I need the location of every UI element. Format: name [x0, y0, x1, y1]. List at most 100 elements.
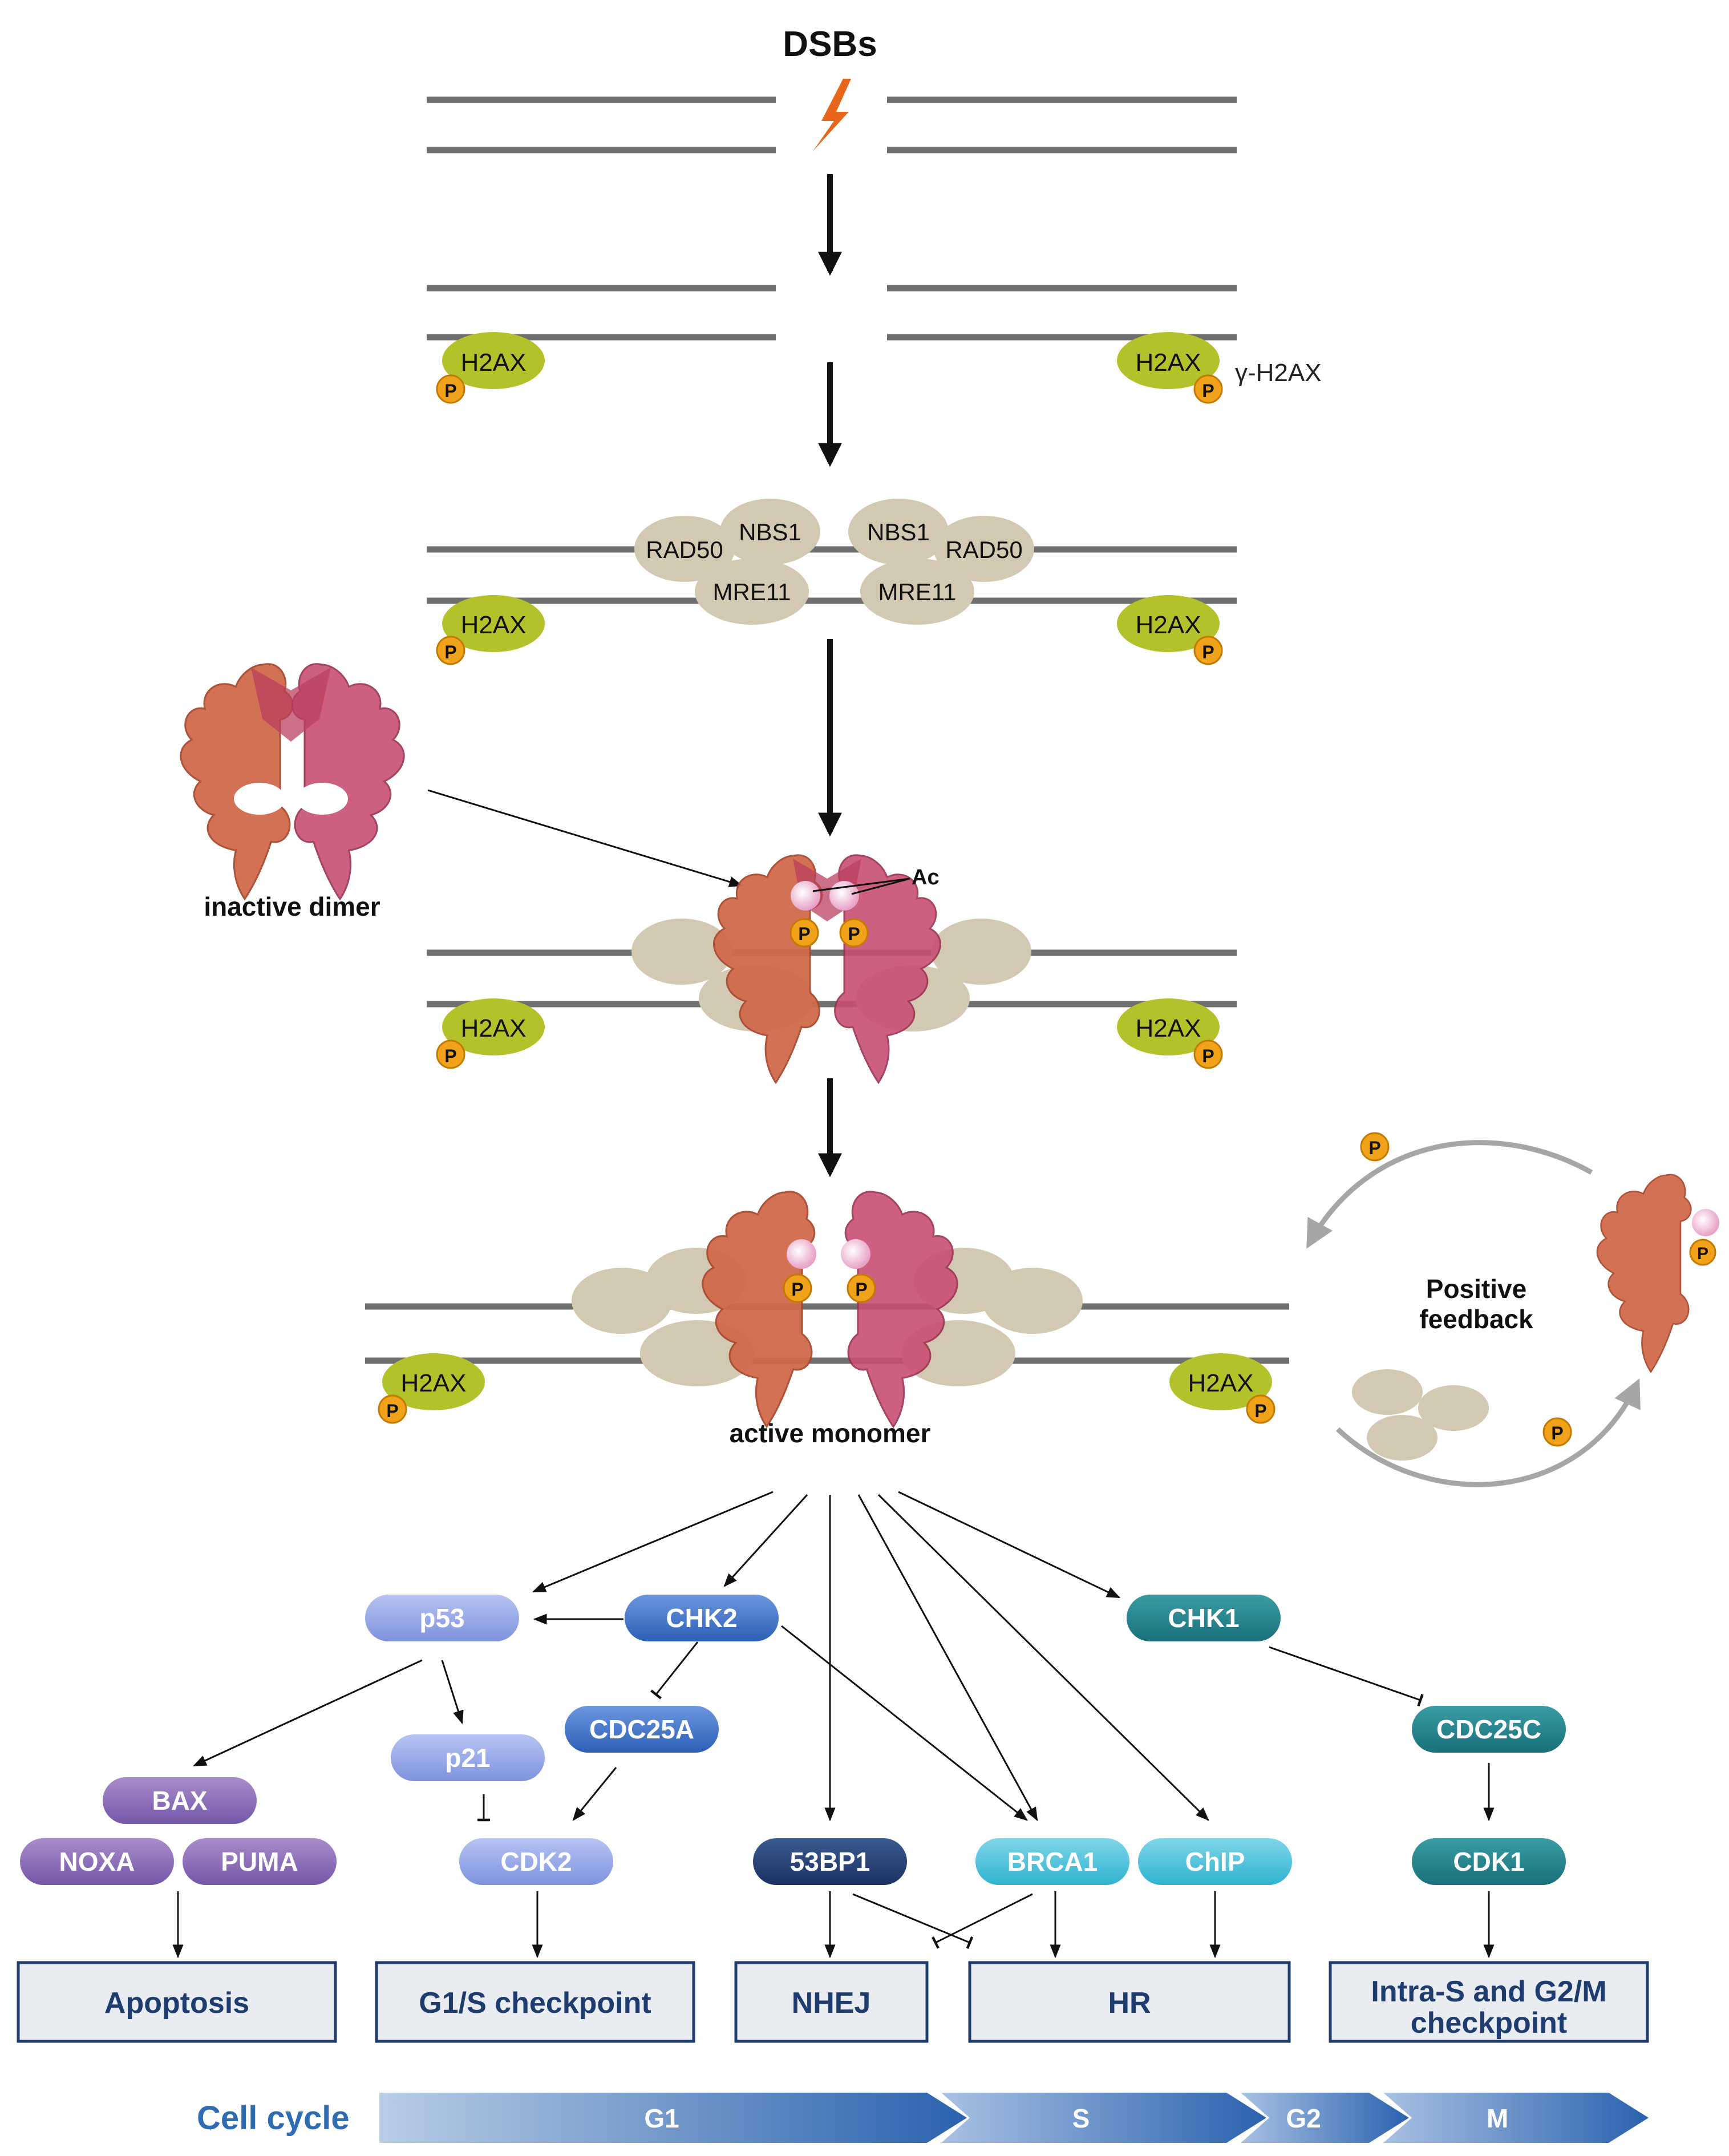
h2ax-histone: H2AX P [436, 998, 545, 1069]
edge-cdc25a-cdk2 [572, 1767, 617, 1821]
positive-feedback-loop: P P Positive feedback P [1306, 1132, 1719, 1487]
edge-atm-p53 [532, 1491, 774, 1593]
p21-label: p21 [445, 1743, 490, 1773]
p53-label: p53 [419, 1603, 464, 1633]
h2ax-label: H2AX [1136, 1014, 1201, 1042]
cell-cycle-bar: Cell cycle G1 S G2 M [197, 2093, 1649, 2143]
h2ax-histone: H2AX P [378, 1353, 485, 1424]
mre11-label: MRE11 [713, 579, 791, 605]
h2ax-label: H2AX [1136, 349, 1201, 377]
phase-label-m: M [1487, 2104, 1508, 2133]
phospho-label: P [1254, 1401, 1266, 1421]
53bp1-node [753, 1838, 907, 1885]
cdc25a-node [565, 1706, 719, 1753]
edge-atm-chk2 [723, 1494, 808, 1587]
downstream-edges [172, 1491, 1495, 1959]
h2ax-histone: H2AX P [1117, 998, 1223, 1069]
phase-label-s: S [1072, 2104, 1090, 2133]
cdc25a-label: CDC25A [589, 1714, 694, 1744]
phospho-icon [839, 918, 869, 948]
phase-arrow-g2 [1241, 2093, 1409, 2143]
phospho-icon [1542, 1417, 1572, 1447]
phase-arrow-g1 [379, 2093, 967, 2143]
mre11-label: MRE11 [878, 579, 957, 605]
atm-pocket [297, 783, 348, 815]
phospho-label: P [855, 1279, 867, 1300]
p21-node [391, 1734, 545, 1781]
recruitment-arrow [427, 789, 743, 887]
gamma-h2ax-label: γ-H2AX [1235, 359, 1322, 387]
bax-label: BAX [152, 1786, 207, 1815]
cdc25c-node [1412, 1706, 1566, 1753]
mrn-complex-left: RAD50 NBS1 MRE11 [634, 499, 820, 625]
bax-node [103, 1777, 257, 1824]
phospho-label: P [444, 642, 456, 662]
h2ax-label: H2AX [401, 1369, 467, 1397]
h2ax-label: H2AX [461, 611, 527, 639]
dimer-interface [251, 668, 331, 742]
h2ax-label: H2AX [1136, 611, 1201, 639]
phospho-label: P [444, 1046, 456, 1066]
acetyl-group-icon [1692, 1209, 1719, 1236]
edge-atm-chip [877, 1494, 1209, 1821]
phase-label-g2: G2 [1286, 2104, 1321, 2133]
edge-chk2-cdc25a [650, 1641, 699, 1700]
phospho-label: P [1551, 1423, 1563, 1443]
chip-node [1138, 1838, 1292, 1885]
edge-chk1-cdc25c [1269, 1646, 1424, 1707]
acetyl-group-icon [841, 1239, 870, 1269]
cdk2-node [459, 1838, 613, 1885]
h2ax-stage: H2AX P H2AX P γ-H2AX [427, 285, 1322, 467]
mrn-subunit [631, 919, 732, 985]
feedback-label: feedback [1419, 1304, 1533, 1334]
lightning-bolt-icon [813, 79, 851, 151]
chk1-label: CHK1 [1168, 1603, 1239, 1633]
phospho-icon [1689, 1239, 1716, 1266]
phospho-icon [1246, 1394, 1276, 1424]
phospho-label: P [1202, 642, 1214, 662]
intra-s-g2m-label-line1: Intra-S and G2/M [1371, 1975, 1606, 2008]
phospho-label: P [444, 381, 456, 401]
phase-arrow-s [941, 2093, 1266, 2143]
mrn-subunit [1367, 1415, 1438, 1461]
phospho-icon [436, 636, 465, 665]
nbs1-label: NBS1 [739, 519, 801, 545]
phospho-icon [436, 1039, 465, 1069]
mrn-subunit [931, 919, 1031, 985]
edge-brca1-nhej-inhibit [932, 1893, 1033, 1949]
outcome-boxes: Apoptosis G1/S checkpoint NHEJ HR Intra-… [17, 1961, 1649, 2043]
g1s-checkpoint-label: G1/S checkpoint [419, 1987, 651, 2020]
chk2-label: CHK2 [666, 1603, 737, 1633]
h2ax-label: H2AX [461, 1014, 527, 1042]
mrn-subunit [1352, 1369, 1423, 1415]
mrn-complex-right: RAD50 NBS1 MRE11 [848, 499, 1034, 625]
dna-break-stage [427, 79, 1237, 276]
cdk2-label: CDK2 [500, 1847, 572, 1876]
rad50-label: RAD50 [646, 536, 723, 563]
atm-inactive-dimer: inactive dimer [180, 663, 743, 921]
acetyl-group-icon [791, 881, 820, 911]
p53-node [365, 1595, 519, 1641]
phospho-icon [1193, 1039, 1223, 1069]
h2ax-label: H2AX [461, 349, 527, 377]
phospho-label: P [1697, 1244, 1708, 1263]
rad50-label: RAD50 [945, 536, 1022, 563]
hr-label: HR [1108, 1987, 1151, 2020]
nbs1-label: NBS1 [867, 519, 930, 545]
atm-pocket [234, 783, 285, 815]
dsbs-title: DSBs [783, 25, 877, 64]
feedback-arrow-top [1306, 1140, 1593, 1249]
h2ax-label: H2AX [1188, 1369, 1254, 1397]
cell-cycle-label: Cell cycle [197, 2100, 350, 2137]
h2ax-histone: H2AX P [1117, 332, 1223, 404]
apoptosis-label: Apoptosis [104, 1987, 249, 2020]
chip-label: ChIP [1185, 1847, 1245, 1876]
pathway-nodes: p53 CHK2 CHK1 CDC25A CDC25C p21 BAX NOXA… [20, 1595, 1566, 1885]
phospho-icon [1193, 374, 1223, 404]
edge-p53-p21 [441, 1660, 464, 1725]
h2ax-histone: H2AX P [436, 332, 545, 404]
active-monomer-stage: P P H2AX P H2AX P active monomer [365, 1191, 1289, 1448]
intra-s-g2m-label-line2: checkpoint [1411, 2007, 1568, 2040]
cdk1-node [1412, 1838, 1566, 1885]
phospho-icon [1193, 636, 1223, 665]
